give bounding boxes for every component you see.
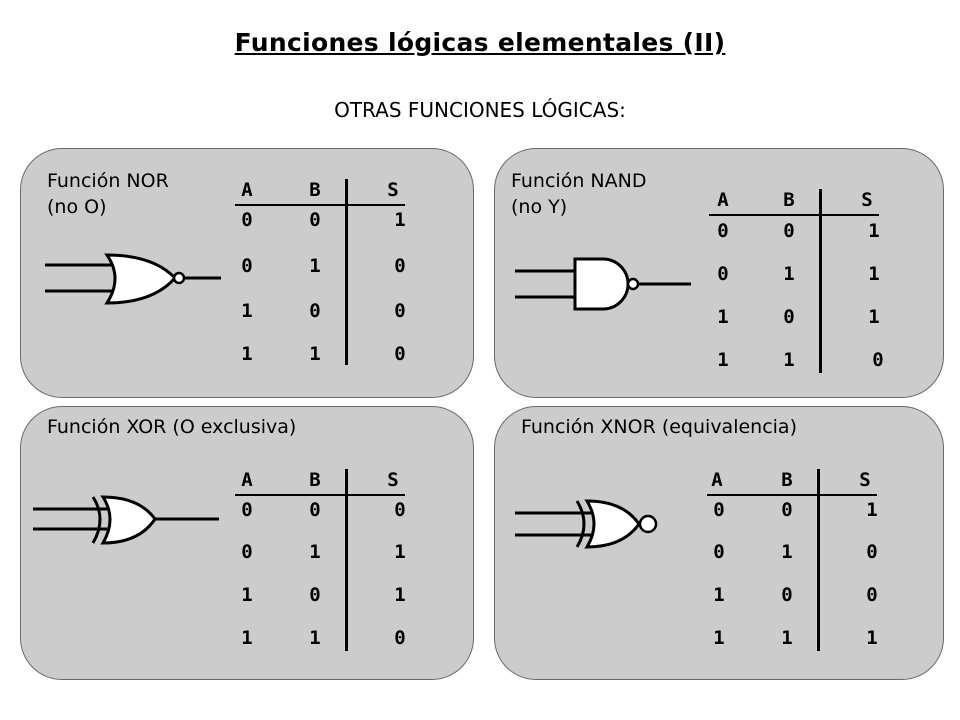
cell-s: 1	[868, 220, 880, 242]
panel-nor: Función NOR (no O) A B S 0 0 1 0 1 0 1 0…	[20, 148, 474, 398]
page-subtitle: OTRAS FUNCIONES LÓGICAS:	[334, 98, 626, 122]
cell-a: 1	[713, 584, 725, 606]
cell-s: 1	[868, 263, 880, 285]
header-s: S	[387, 469, 399, 491]
truth-table: A B S 0 0 0 0 1 1 1 0 1 1 1 0	[235, 469, 406, 659]
cell-s: 1	[866, 499, 878, 521]
cell-a: 1	[713, 627, 725, 649]
cell-b: 1	[783, 349, 795, 371]
cell-s: 1	[866, 627, 878, 649]
cell-a: 0	[717, 263, 729, 285]
cell-b: 0	[783, 220, 795, 242]
cell-a: 0	[241, 255, 253, 277]
cell-s: 1	[394, 209, 406, 231]
table-output-rule	[817, 469, 820, 651]
header-b: B	[309, 179, 321, 201]
panel-xnor: Función XNOR (equivalencia) A B S 0 0 1 …	[494, 406, 944, 680]
header-s: S	[387, 179, 399, 201]
cell-a: 0	[717, 220, 729, 242]
cell-a: 0	[241, 541, 253, 563]
cell-s: 0	[872, 349, 884, 371]
header-b: B	[781, 469, 793, 491]
cell-b: 0	[783, 306, 795, 328]
table-output-rule	[819, 189, 822, 373]
cell-s: 0	[394, 343, 406, 365]
cell-a: 1	[717, 349, 729, 371]
table-output-rule	[345, 469, 348, 651]
cell-a: 1	[241, 584, 253, 606]
cell-s: 0	[866, 584, 878, 606]
cell-s: 0	[394, 627, 406, 649]
cell-a: 0	[241, 499, 253, 521]
function-alias: (no O)	[47, 196, 107, 218]
cell-b: 0	[309, 300, 321, 322]
cell-a: 1	[241, 627, 253, 649]
function-name: Función NAND	[511, 170, 647, 192]
header-a: A	[711, 469, 723, 491]
cell-b: 1	[309, 627, 321, 649]
cell-a: 0	[713, 541, 725, 563]
function-name: Función XNOR (equivalencia)	[521, 416, 797, 438]
cell-s: 0	[394, 300, 406, 322]
header-a: A	[241, 179, 253, 201]
header-s: S	[861, 189, 873, 211]
cell-a: 1	[241, 300, 253, 322]
cell-s: 1	[394, 541, 406, 563]
header-b: B	[309, 469, 321, 491]
cell-s: 0	[866, 541, 878, 563]
cell-a: 0	[241, 209, 253, 231]
function-name: Función XOR (O exclusiva)	[47, 416, 297, 438]
cell-b: 0	[309, 499, 321, 521]
truth-table: A B S 0 0 1 0 1 0 1 0 0 1 1 1	[707, 469, 878, 659]
nand-gate-icon	[515, 257, 691, 311]
header-s: S	[859, 469, 871, 491]
cell-b: 1	[783, 263, 795, 285]
cell-b: 0	[781, 584, 793, 606]
cell-s: 1	[394, 584, 406, 606]
table-header-rule	[707, 494, 877, 496]
page-title: Funciones lógicas elementales (II)	[234, 28, 726, 57]
function-name: Función NOR	[47, 170, 169, 192]
cell-s: 0	[394, 499, 406, 521]
cell-b: 1	[781, 541, 793, 563]
cell-a: 1	[717, 306, 729, 328]
panel-xor: Función XOR (O exclusiva) A B S 0 0 0 0 …	[20, 406, 474, 680]
panel-nand: Función NAND (no Y) A B S 0 0 1 0 1 1 1 …	[494, 148, 944, 398]
cell-s: 0	[394, 255, 406, 277]
table-header-rule	[235, 494, 405, 496]
cell-a: 0	[713, 499, 725, 521]
nor-gate-icon	[45, 253, 221, 305]
truth-table: A B S 0 0 1 0 1 1 1 0 1 1 1 0	[709, 189, 884, 379]
cell-b: 1	[781, 627, 793, 649]
cell-b: 0	[781, 499, 793, 521]
function-alias: (no Y)	[511, 196, 568, 218]
cell-s: 1	[868, 306, 880, 328]
xor-gate-icon	[33, 495, 219, 545]
xnor-gate-icon	[515, 499, 658, 549]
table-header-rule	[709, 214, 879, 216]
table-header-rule	[235, 204, 405, 206]
header-b: B	[783, 189, 795, 211]
cell-b: 0	[309, 584, 321, 606]
cell-a: 1	[241, 343, 253, 365]
cell-b: 0	[309, 209, 321, 231]
truth-table: A B S 0 0 1 0 1 0 1 0 0 1 1 0	[235, 179, 406, 369]
cell-b: 1	[309, 541, 321, 563]
cell-b: 1	[309, 255, 321, 277]
header-a: A	[241, 469, 253, 491]
cell-b: 1	[309, 343, 321, 365]
table-output-rule	[345, 179, 348, 365]
header-a: A	[717, 189, 729, 211]
